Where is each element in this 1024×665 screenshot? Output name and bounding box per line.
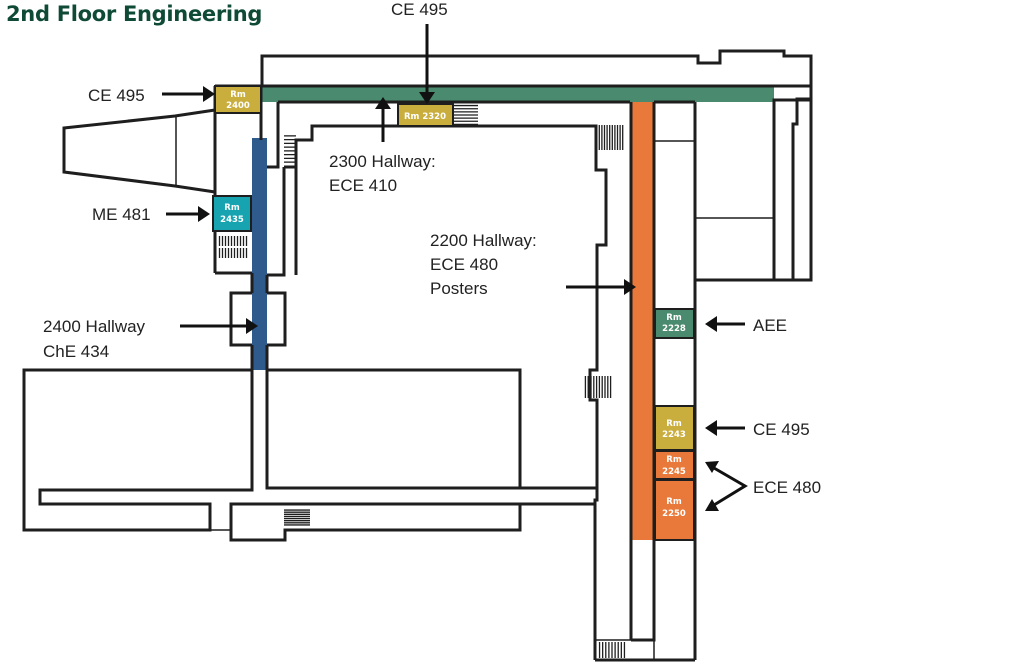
course-label-ce495: CE 495 xyxy=(753,420,810,439)
room-label: Rm xyxy=(230,90,246,100)
hallway-2300-course: ECE 410 xyxy=(329,176,397,195)
room-label: Rm 2320 xyxy=(404,112,446,122)
room-2400[interactable]: Rm 2400 xyxy=(214,85,262,114)
room-number: 2245 xyxy=(662,467,686,477)
arrow-icon xyxy=(375,97,391,142)
room-2320[interactable]: Rm 2320 xyxy=(397,103,454,127)
arrow-icon xyxy=(419,24,435,104)
course-label-me481: ME 481 xyxy=(92,205,151,224)
page-title: 2nd Floor Engineering xyxy=(6,2,263,26)
room-label: Rm xyxy=(666,313,682,323)
hallway-2200-label: 2200 Hallway: xyxy=(430,231,537,250)
room-2250[interactable]: Rm 2250 xyxy=(654,479,695,541)
hallway-2300[interactable] xyxy=(262,86,774,102)
arrow-icon xyxy=(705,420,745,436)
room-number: 2435 xyxy=(220,215,244,225)
room-number: 2243 xyxy=(662,430,686,440)
room-2243[interactable]: Rm 2243 xyxy=(654,405,695,451)
course-label-ce495: CE 495 xyxy=(391,0,448,19)
stairs-icon xyxy=(598,125,624,150)
course-label-aee: AEE xyxy=(753,316,787,335)
hallway-2300-label: 2300 Hallway: xyxy=(329,152,436,171)
hallway-2400-label: 2400 Hallway xyxy=(43,317,146,336)
room-label: Rm xyxy=(666,455,682,465)
stairs-icon xyxy=(218,248,248,258)
room-2435[interactable]: Rm 2435 xyxy=(212,195,252,232)
stairs-icon xyxy=(284,135,296,163)
stairs-icon xyxy=(453,104,478,126)
hallway-2200[interactable] xyxy=(632,102,654,540)
arrow-icon xyxy=(180,318,258,334)
room-2245[interactable]: Rm 2245 xyxy=(654,450,695,480)
arrow-icon xyxy=(705,461,748,511)
arrow-icon xyxy=(566,279,636,295)
stairs-icon xyxy=(584,376,612,398)
arrow-icon xyxy=(162,86,215,102)
hallway-2400-course: ChE 434 xyxy=(43,342,109,361)
stairs-icon xyxy=(218,236,248,246)
hallway-2200-course: ECE 480 xyxy=(430,255,498,274)
hallway-2200-note: Posters xyxy=(430,279,488,298)
room-label: Rm xyxy=(666,497,682,507)
arrow-icon xyxy=(166,206,210,222)
arrow-icon xyxy=(705,316,745,332)
room-2228[interactable]: Rm 2228 xyxy=(654,308,695,339)
room-number: 2400 xyxy=(226,101,250,111)
course-label-ece480: ECE 480 xyxy=(753,478,821,497)
room-label: Rm xyxy=(666,419,682,429)
room-number: 2228 xyxy=(662,324,686,334)
room-label: Rm xyxy=(224,203,240,213)
course-label-ce495: CE 495 xyxy=(88,86,145,105)
hallway-2400[interactable] xyxy=(252,138,267,370)
room-number: 2250 xyxy=(662,509,686,519)
stairs-icon xyxy=(284,509,626,658)
building-walls xyxy=(22,49,813,662)
